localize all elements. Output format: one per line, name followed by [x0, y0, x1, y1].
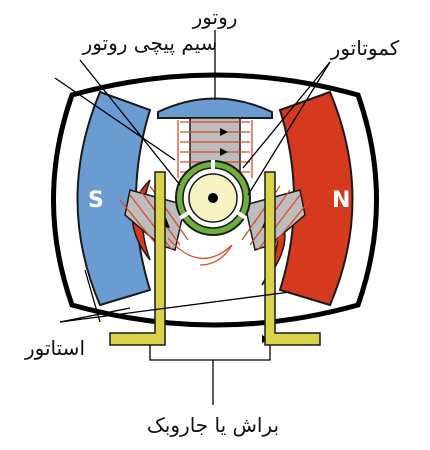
south-pole-magnet — [76, 90, 152, 307]
commutator-gaps — [178, 160, 248, 220]
rotor-pole-cap — [157, 97, 273, 119]
north-pole-label: N — [332, 188, 350, 213]
right-brush[interactable] — [264, 171, 321, 346]
leader-lines — [54, 30, 331, 405]
commutator-label: کموتاتور — [330, 36, 400, 60]
left-brush[interactable] — [109, 171, 166, 346]
rotor-winding — [119, 120, 311, 266]
south-pole-label: S — [88, 188, 104, 213]
rotor-winding-label: سیم پیچی روتور — [82, 31, 218, 56]
rotor-label: روتور — [192, 5, 238, 29]
brush-label: براش یا جاروبک — [147, 413, 279, 437]
stator-label: استاتور — [24, 336, 85, 360]
north-pole-magnet — [278, 90, 354, 307]
shaft-center — [208, 193, 218, 203]
